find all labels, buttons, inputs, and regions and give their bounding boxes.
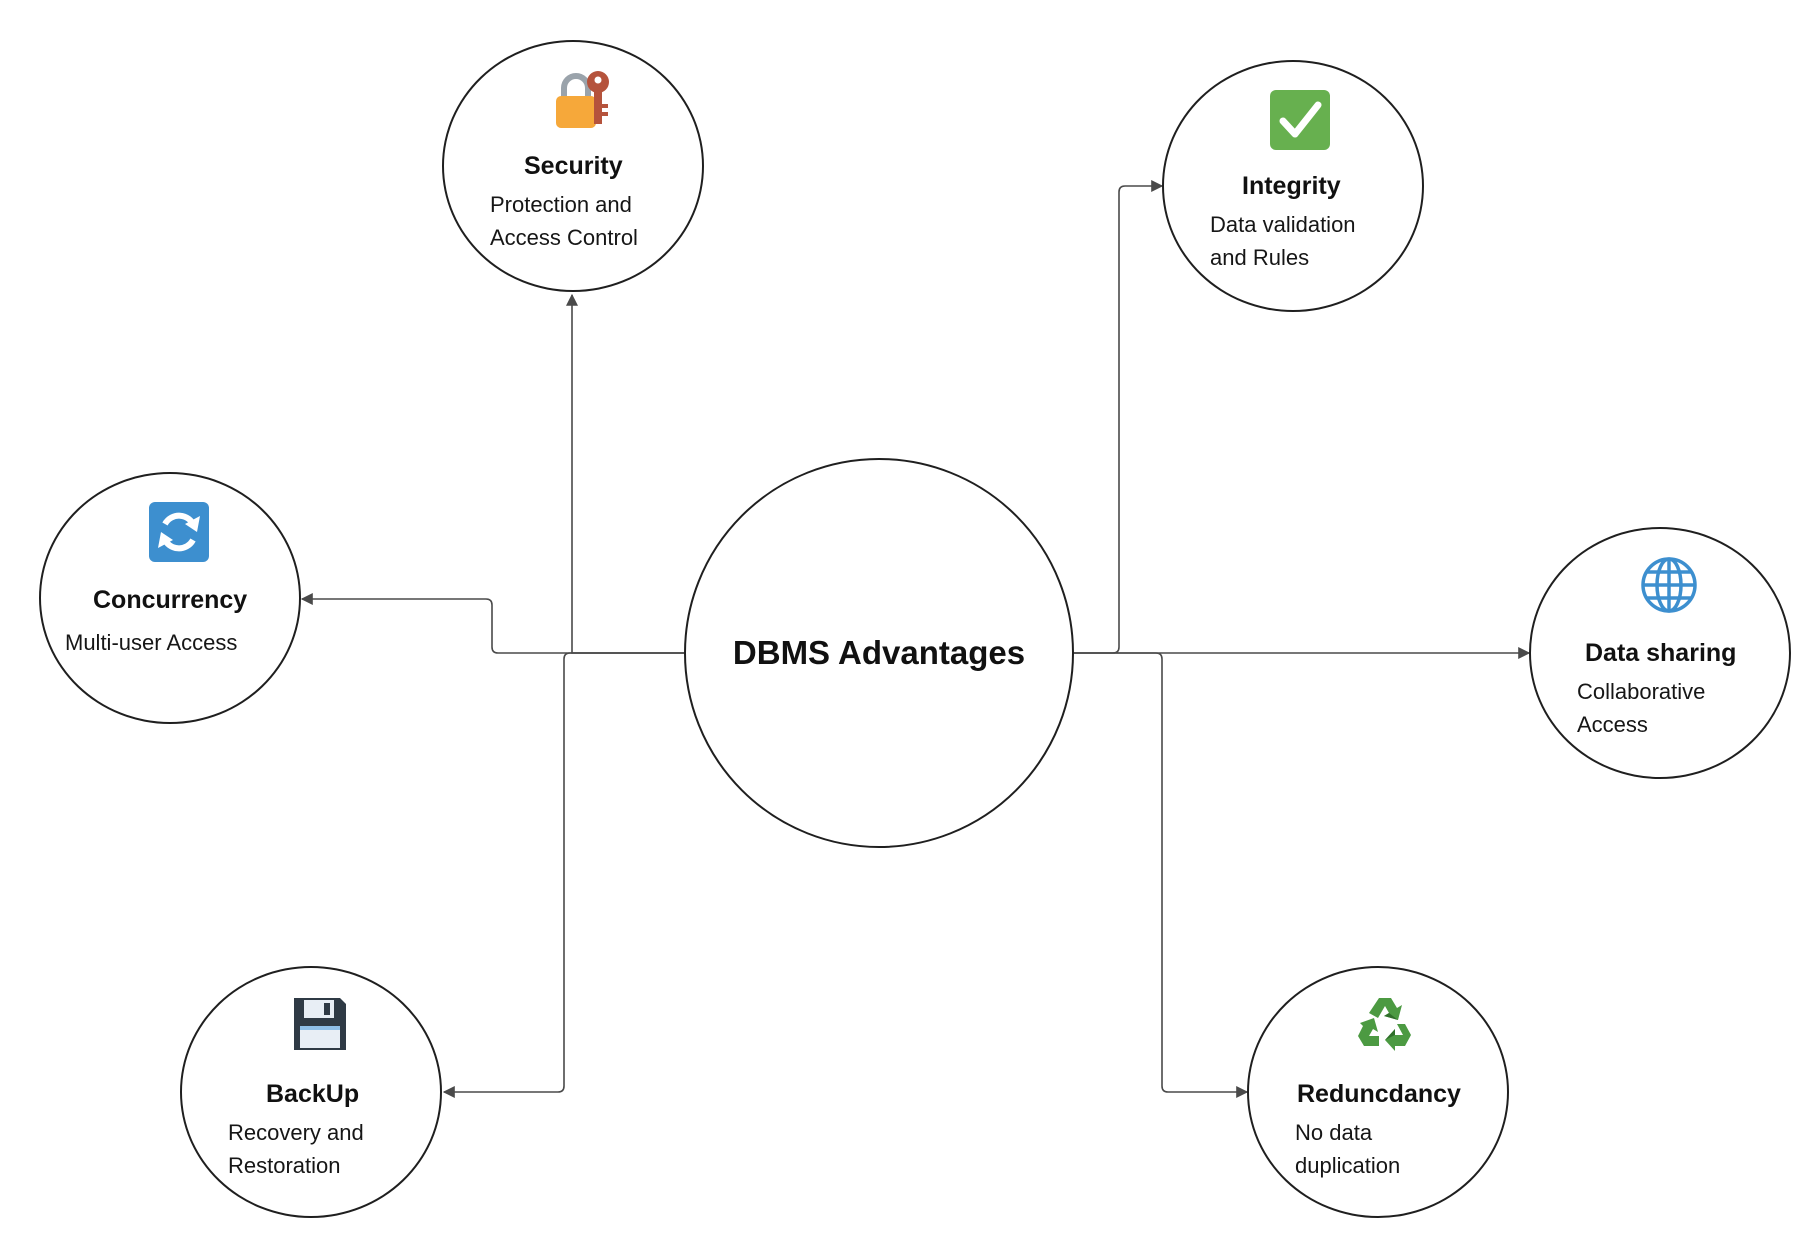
datasharing-desc-line: Collaborative bbox=[1577, 679, 1706, 704]
datasharing-desc-line: Access bbox=[1577, 712, 1648, 737]
concurrency-desc-line: Multi-user Access bbox=[65, 630, 238, 655]
backup-description: Recovery and Restoration bbox=[228, 1116, 364, 1182]
refresh-arrows-icon bbox=[149, 502, 209, 562]
datasharing-title: Data sharing bbox=[1585, 639, 1737, 667]
redundancy-description: No data duplication bbox=[1295, 1116, 1400, 1182]
recycle-icon bbox=[1358, 998, 1411, 1051]
center-node: DBMS Advantages bbox=[684, 458, 1074, 848]
backup-node: BackUp Recovery and Restoration bbox=[180, 966, 442, 1218]
redundancy-desc-line: No data bbox=[1295, 1120, 1373, 1145]
redundancy-desc-line: duplication bbox=[1295, 1153, 1401, 1178]
integrity-desc-line: and Rules bbox=[1210, 245, 1310, 270]
lock-with-key-icon bbox=[556, 71, 609, 128]
integrity-node: Integrity Data validation and Rules bbox=[1162, 60, 1424, 312]
connector-security bbox=[566, 293, 684, 654]
datasharing-description: Collaborative Access bbox=[1577, 675, 1705, 741]
integrity-description: Data validation and Rules bbox=[1210, 208, 1356, 274]
concurrency-node: Concurrency Multi-user Access bbox=[39, 472, 301, 724]
connector-integrity bbox=[1074, 180, 1164, 654]
concurrency-description: Multi-user Access bbox=[65, 626, 237, 659]
security-node: Security Protection and Access Control bbox=[442, 40, 704, 292]
datasharing-node: Data sharing Collaborative Access bbox=[1529, 527, 1791, 779]
backup-desc-line: Restoration bbox=[228, 1153, 341, 1178]
concurrency-title: Concurrency bbox=[93, 586, 248, 614]
backup-title: BackUp bbox=[266, 1080, 360, 1108]
integrity-desc-line: Data validation bbox=[1210, 212, 1356, 237]
connector-redundancy bbox=[1074, 652, 1249, 1098]
check-mark-icon bbox=[1270, 90, 1330, 150]
integrity-title: Integrity bbox=[1242, 172, 1341, 200]
redundancy-title: Reduncdancy bbox=[1297, 1080, 1461, 1108]
globe-icon bbox=[1641, 557, 1697, 613]
security-desc-line: Access Control bbox=[490, 225, 638, 250]
connector-backup bbox=[442, 652, 684, 1098]
center-title: DBMS Advantages bbox=[732, 634, 1026, 671]
security-desc-line: Protection and bbox=[490, 192, 632, 217]
security-title: Security bbox=[524, 152, 623, 180]
backup-desc-line: Recovery and bbox=[228, 1120, 364, 1145]
redundancy-node: Reduncdancy No data duplication bbox=[1247, 966, 1509, 1218]
connector-concurrency bbox=[300, 593, 684, 654]
floppy-disk-icon bbox=[294, 998, 346, 1050]
security-description: Protection and Access Control bbox=[490, 188, 638, 254]
